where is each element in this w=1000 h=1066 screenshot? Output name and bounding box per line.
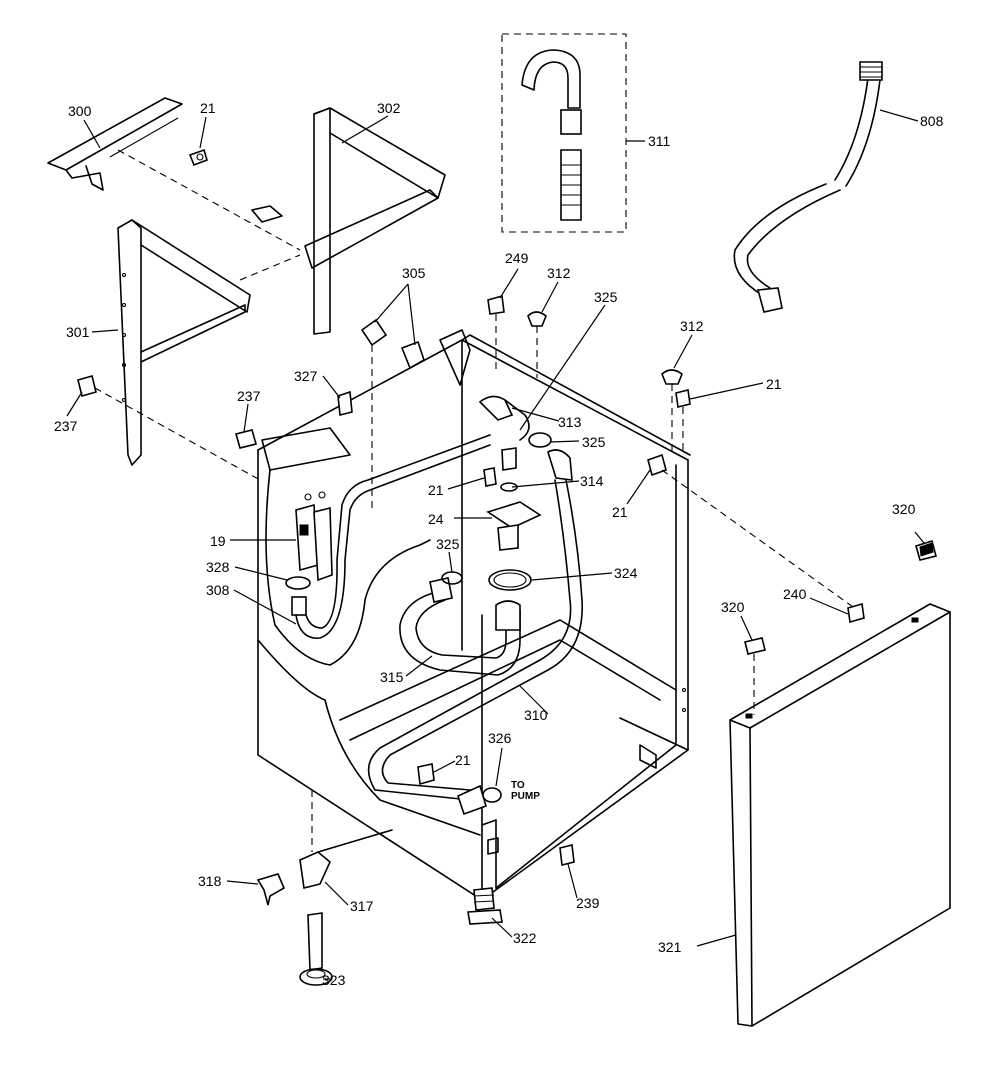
callout-labels: 300 21 302 311 808 301 305 249 312 325 3…: [54, 100, 944, 988]
part-21-screw-right-top: [675, 389, 691, 455]
callout-321: 321: [658, 939, 682, 955]
part-321-front-panel: [729, 603, 951, 1027]
callout-21: 21: [766, 376, 782, 392]
part-323-leveling-leg: [299, 912, 333, 986]
callout-328: 328: [206, 559, 230, 575]
part-318-bracket: [256, 873, 286, 906]
part-327-screw: [337, 390, 353, 416]
part-237-screws: [77, 375, 257, 449]
callout-312: 312: [680, 318, 704, 334]
callout-239: 239: [576, 895, 600, 911]
part-21-screw-mid: [483, 467, 497, 487]
callout-301: 301: [66, 324, 90, 340]
callout-318: 318: [198, 873, 222, 889]
callout-324: 324: [614, 565, 638, 581]
part-317-bracket: [299, 790, 393, 889]
part-310-drain-hose: [257, 479, 583, 836]
part-320-clip-left: [744, 637, 766, 715]
callout-315: 315: [380, 669, 404, 685]
part-324-ring: [488, 569, 532, 591]
leader-lines: [66, 109, 925, 980]
callout-19: 19: [210, 533, 226, 549]
callout-21: 21: [455, 752, 471, 768]
part-320-clip-right: [915, 539, 937, 561]
callout-325: 325: [594, 289, 618, 305]
callout-313: 313: [558, 414, 582, 430]
callout-322: 322: [513, 930, 537, 946]
callout-327: 327: [294, 368, 318, 384]
part-21-screw-right-side: [647, 453, 861, 613]
callout-302: 302: [377, 100, 401, 116]
part-325-hose-clamp-top: [528, 432, 573, 481]
callout-808: 808: [920, 113, 944, 129]
part-808-fill-hose: [733, 61, 883, 313]
part-322-leveling-foot: [467, 887, 503, 925]
callout-311: 311: [648, 133, 671, 149]
part-cabinet: [257, 329, 691, 901]
callout-314: 314: [580, 473, 604, 489]
callout-300: 300: [68, 103, 92, 119]
part-21-screw-top: [188, 148, 208, 167]
callout-326: 326: [488, 730, 512, 746]
part-313-elbow: [478, 395, 530, 441]
callout-310: 310: [524, 707, 548, 723]
part-301-frame: [117, 219, 251, 466]
callout-325: 325: [582, 434, 606, 450]
part-300-bracket: [47, 97, 183, 191]
callout-305: 305: [402, 265, 426, 281]
callout-249: 249: [505, 250, 529, 266]
part-239-clip: [559, 844, 575, 866]
note-to-pump-line1: TO: [511, 780, 525, 791]
part-305-clips: [360, 318, 425, 510]
callout-320: 320: [892, 501, 916, 517]
callout-24: 24: [428, 511, 444, 527]
part-328-clamp: [285, 576, 311, 616]
callout-21: 21: [612, 504, 628, 520]
part-21-screw-bottom: [417, 763, 435, 786]
part-311-hose-end-kit: [501, 33, 627, 233]
part-326-clamp: [457, 784, 502, 816]
callout-312: 312: [547, 265, 571, 281]
callout-320: 320: [721, 599, 745, 615]
callout-21: 21: [428, 482, 444, 498]
callout-308: 308: [206, 582, 230, 598]
part-315-hose: [399, 577, 521, 676]
callout-237: 237: [54, 418, 78, 434]
callout-325: 325: [436, 536, 460, 552]
callout-240: 240: [783, 586, 807, 602]
callout-323: 323: [322, 972, 346, 988]
note-to-pump-line2: PUMP: [511, 791, 540, 802]
part-249-plug: [487, 294, 505, 372]
callout-317: 317: [350, 898, 374, 914]
part-19-switch: [295, 491, 333, 582]
callout-21: 21: [200, 100, 216, 116]
part-302-brace: [251, 107, 446, 335]
part-24-valve: [486, 447, 542, 551]
part-312-plugs: [527, 311, 683, 455]
part-308-hose: [265, 434, 491, 666]
callout-237: 237: [237, 388, 261, 404]
part-240-clip: [847, 602, 865, 624]
